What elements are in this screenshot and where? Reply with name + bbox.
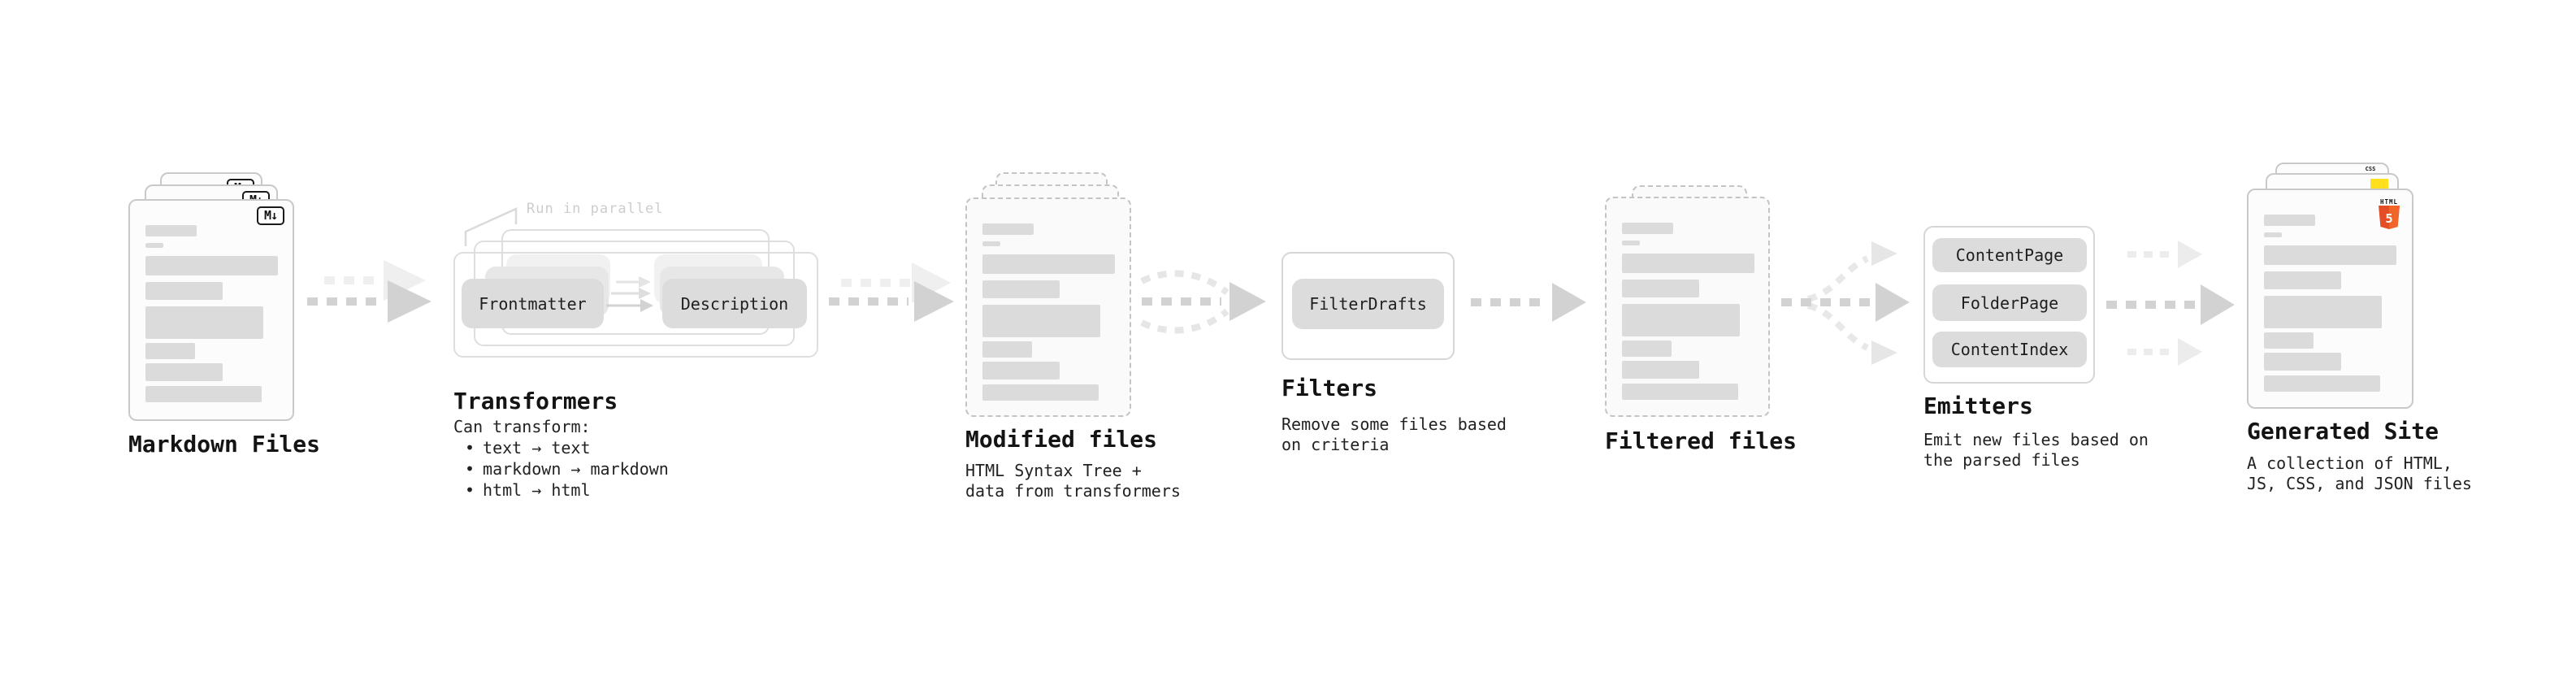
arrow-filters-to-filtered <box>1471 283 1586 322</box>
arrow-filtered-to-emitters-diverge <box>1781 241 1910 365</box>
arrow-emitters-to-site-bottom <box>2127 338 2202 366</box>
css-icon: CSS <box>2361 167 2379 172</box>
transformers-label: Transformers <box>453 388 618 414</box>
skeleton-bar <box>1622 304 1740 336</box>
arrow-emitters-to-site-middle <box>2106 284 2235 325</box>
css-icon-label: CSS <box>2365 166 2376 172</box>
bullet-text: markdown → markdown <box>483 459 669 479</box>
arrow-transformers-to-modified <box>829 262 954 322</box>
skeleton-bar <box>982 341 1032 358</box>
skeleton-bar <box>982 223 1034 235</box>
skeleton-bar <box>1622 340 1672 357</box>
skeleton-bar <box>2264 215 2315 226</box>
emitters-description: Emit new files based on the parsed files <box>1923 430 2149 470</box>
skeleton-bar <box>2264 232 2282 237</box>
html5-icon: HTML 5 <box>2377 198 2401 229</box>
skeleton-bar <box>982 241 1000 246</box>
skeleton-bar <box>145 282 223 300</box>
bullet-dot: • <box>465 480 475 500</box>
filters-description: Remove some files based on criteria <box>1281 414 1507 454</box>
markdown-doc-front: M↓ <box>128 199 294 421</box>
skeleton-bar <box>145 306 263 339</box>
skeleton-bar <box>982 384 1099 401</box>
filtered-doc-front <box>1605 197 1770 417</box>
filterdrafts-pill: FilterDrafts <box>1292 279 1444 329</box>
skeleton-bar <box>982 362 1060 380</box>
bullet-dot: • <box>465 459 475 479</box>
contentindex-pill: ContentIndex <box>1932 332 2087 367</box>
markdown-icon: M↓ <box>256 206 284 225</box>
html5-shield: 5 <box>2379 206 2400 229</box>
run-in-parallel-annotation: Run in parallel <box>527 201 664 217</box>
transformers-bullet-3: • html → html <box>453 479 669 501</box>
description-pill: Description <box>662 279 807 328</box>
arrow-markdown-to-transformers <box>307 260 432 323</box>
skeleton-bar <box>1622 241 1640 245</box>
svg-text:5: 5 <box>2385 211 2392 226</box>
modified-files-description: HTML Syntax Tree + data from transformer… <box>965 461 1181 501</box>
arrow-emitters-to-site-top <box>2127 241 2202 268</box>
skeleton-bar <box>145 256 278 275</box>
skeleton-bar <box>145 363 223 381</box>
folderpage-pill: FolderPage <box>1932 284 2087 321</box>
filtered-files-label: Filtered files <box>1605 427 1798 454</box>
skeleton-bar <box>2264 271 2341 289</box>
generated-site-label: Generated Site <box>2247 418 2439 445</box>
skeleton-bar <box>2264 375 2380 392</box>
markdown-files-label: Markdown Files <box>128 431 321 458</box>
frontmatter-pill: Frontmatter <box>462 279 604 328</box>
transformer-box-front <box>453 252 818 358</box>
site-doc-front: HTML 5 <box>2247 189 2413 409</box>
skeleton-bar <box>145 386 262 402</box>
transformers-description: Can transform: • text → text • markdown → … <box>453 416 669 501</box>
transformers-bullet-1: • text → text <box>453 437 669 458</box>
modified-files-label: Modified files <box>965 426 1158 453</box>
skeleton-bar <box>1622 254 1754 273</box>
transformers-desc-heading: Can transform: <box>453 417 591 436</box>
skeleton-bar <box>2264 245 2396 265</box>
modified-doc-front <box>965 197 1131 417</box>
skeleton-bar <box>1622 280 1699 297</box>
skeleton-bar <box>1622 223 1673 234</box>
skeleton-bar <box>982 254 1115 274</box>
skeleton-bar <box>145 225 197 236</box>
bullet-text: html → html <box>483 480 591 500</box>
skeleton-bar <box>1622 361 1699 379</box>
skeleton-bar <box>145 243 163 248</box>
contentpage-pill: ContentPage <box>1932 238 2087 272</box>
generated-site-description: A collection of HTML, JS, CSS, and JSON … <box>2247 453 2472 493</box>
skeleton-bar <box>2264 296 2382 328</box>
transformers-bullet-2: • markdown → markdown <box>453 458 669 479</box>
skeleton-bar <box>1622 384 1738 400</box>
skeleton-bar <box>145 343 195 359</box>
skeleton-bar <box>2264 332 2314 349</box>
skeleton-bar <box>982 305 1100 337</box>
bullet-text: text → text <box>483 438 591 458</box>
arrow-modified-to-filters-converge <box>1140 270 1266 334</box>
filters-label: Filters <box>1281 375 1378 401</box>
skeleton-bar <box>982 280 1060 298</box>
html5-icon-label: HTML <box>2379 198 2399 206</box>
skeleton-bar <box>2264 353 2341 371</box>
parallel-annotation-leader-line <box>464 207 518 246</box>
emitters-label: Emitters <box>1923 393 2033 419</box>
bullet-dot: • <box>465 438 475 458</box>
